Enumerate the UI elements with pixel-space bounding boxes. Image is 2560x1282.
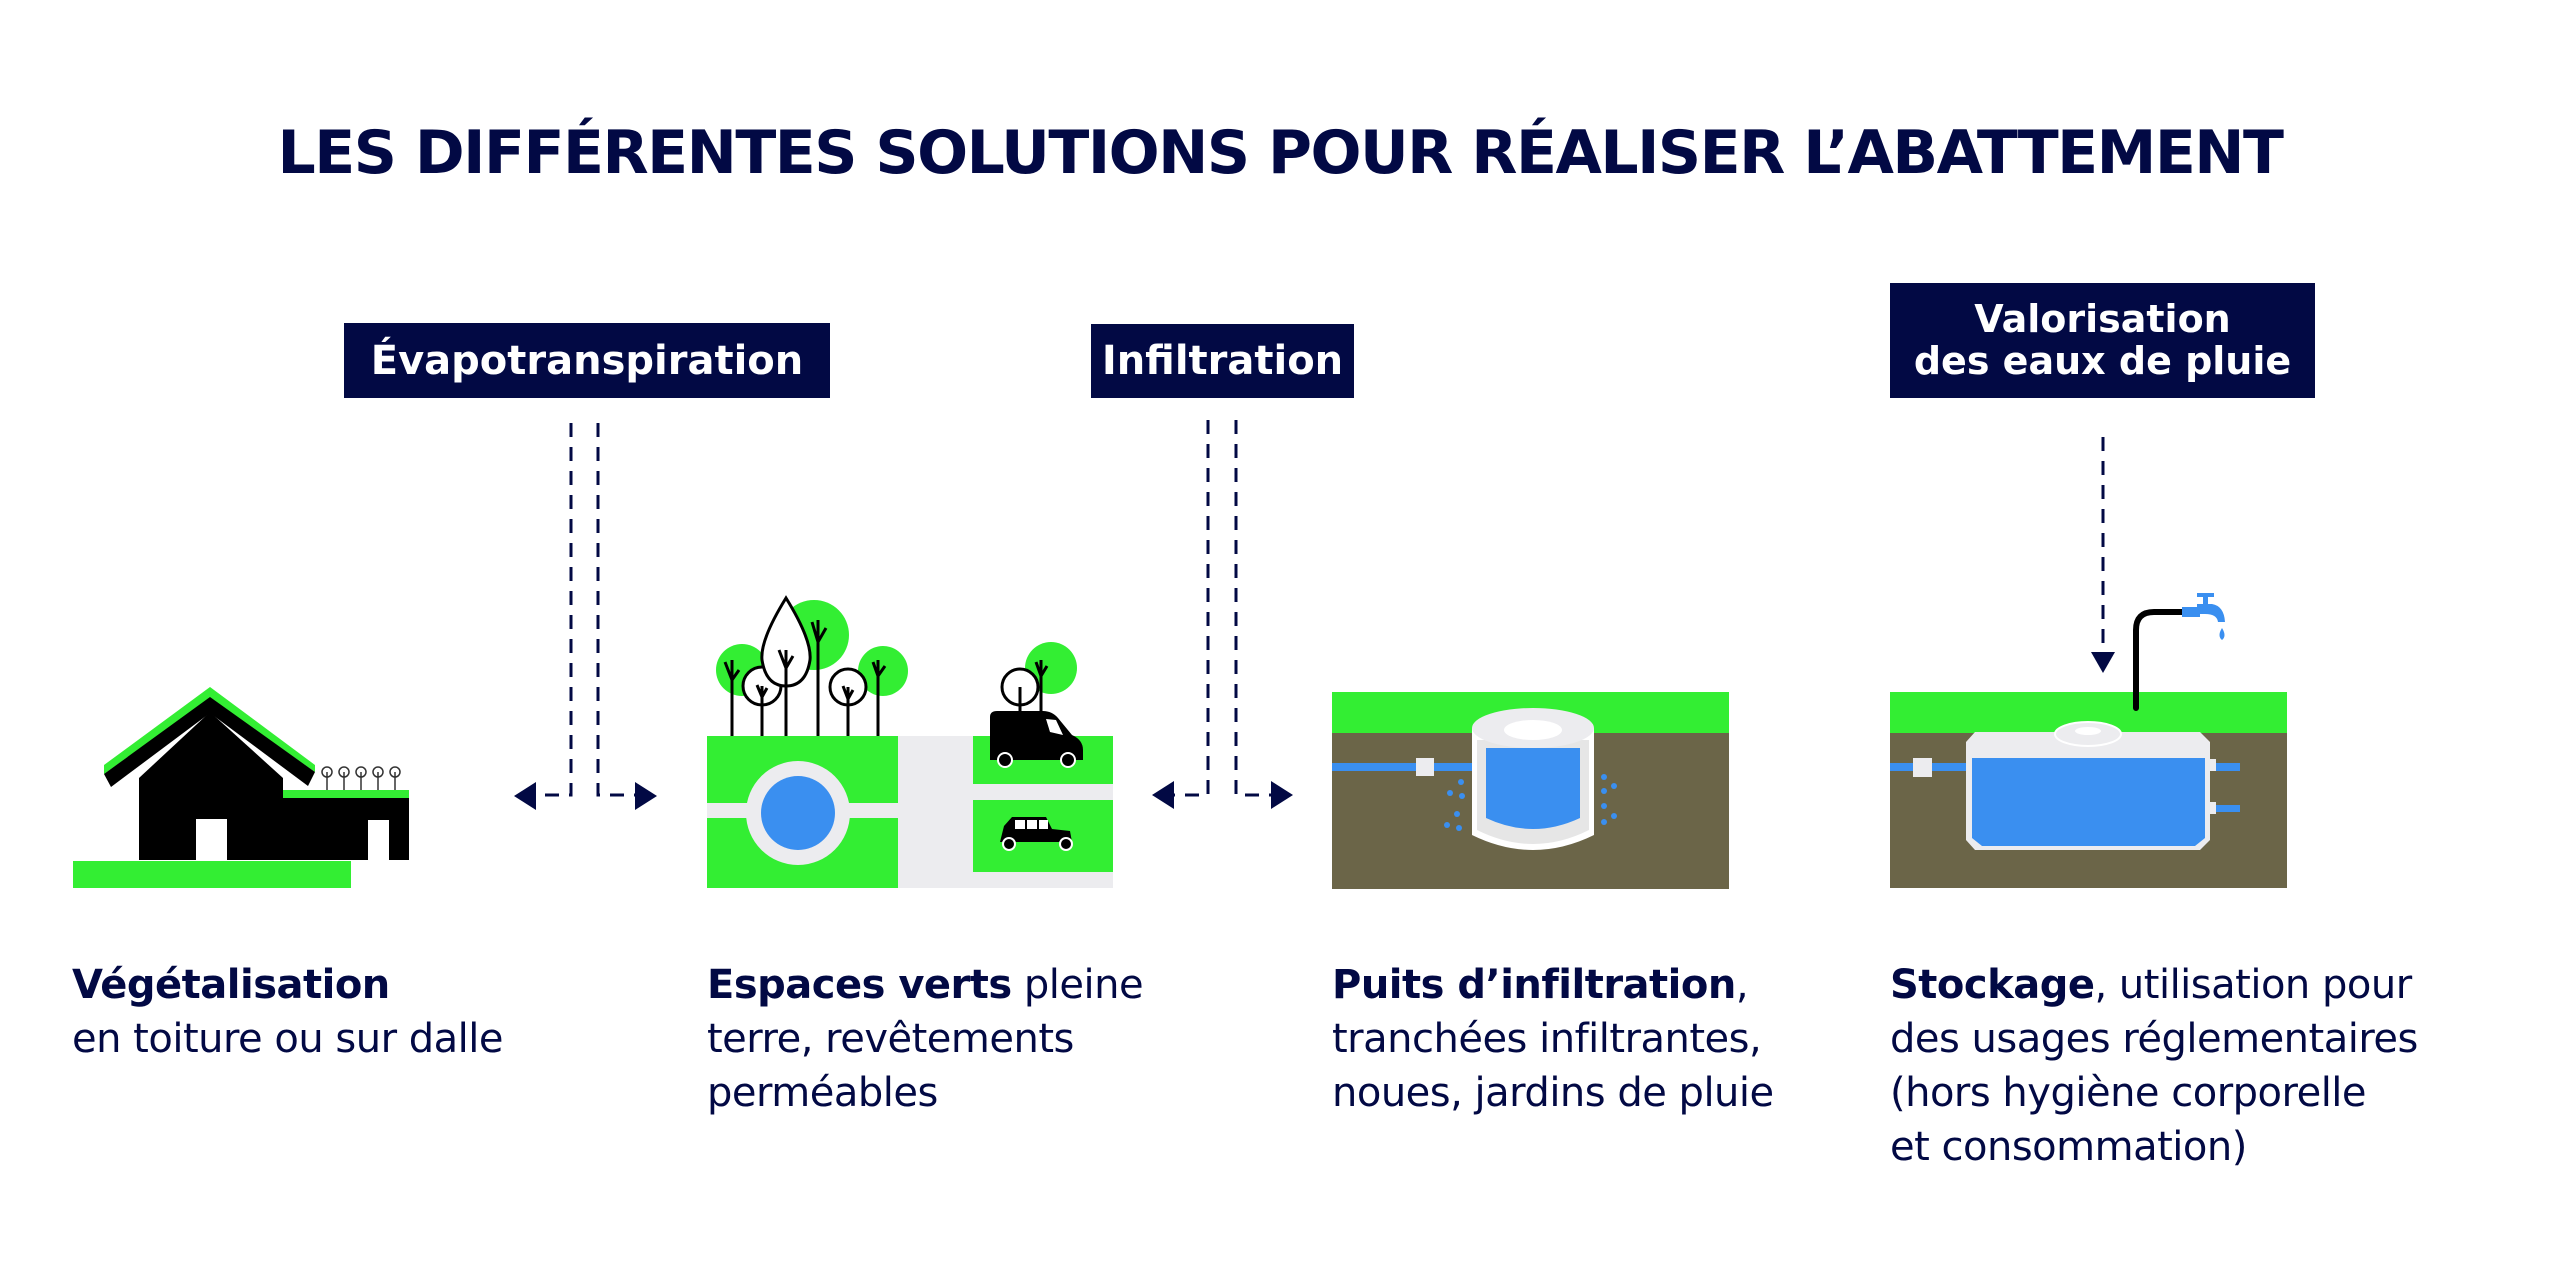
- green-spaces-parking-icon: [707, 595, 1113, 888]
- connector-evapotranspiration: [532, 423, 640, 797]
- solution-description-espaces-verts: Espaces verts pleine terre, revêtements …: [707, 958, 1267, 1120]
- category-label-valorisation: Valorisation des eaux de pluie: [1890, 283, 2315, 398]
- category-label-text: Évapotranspiration: [370, 337, 804, 384]
- category-label-infiltration: Infiltration: [1091, 324, 1354, 398]
- solution-title: Végétalisation: [72, 962, 390, 1008]
- green-roof-house-icon: [73, 687, 409, 888]
- solution-line: tranchées infiltrantes,: [1332, 1016, 1762, 1062]
- dashed-line-left: [1170, 420, 1210, 797]
- arrow-left-icon: [1152, 781, 1174, 809]
- arrow-left-icon: [514, 782, 536, 810]
- connector-infiltration: [1170, 420, 1276, 797]
- solution-line: terre, revêtements: [707, 1016, 1074, 1062]
- solution-title-suffix: pleine: [1011, 962, 1144, 1008]
- water-drops: [1444, 774, 1617, 831]
- arrow-down-icon: [2091, 652, 2115, 673]
- water-tap-icon: [2182, 593, 2225, 640]
- solution-title-suffix: , utilisation pour: [2094, 962, 2412, 1008]
- category-label-text: Infiltration: [1101, 338, 1344, 384]
- rainwater-tank-icon: [1890, 593, 2287, 888]
- van-icon: [990, 711, 1083, 768]
- dashed-line-right: [1234, 420, 1276, 797]
- solution-description-stockage: Stockage, utilisation pour des usages ré…: [1890, 958, 2530, 1174]
- solution-title: Stockage: [1890, 962, 2095, 1008]
- car-icon: [1000, 817, 1073, 851]
- solution-title: Puits d’infiltration: [1332, 962, 1736, 1008]
- solution-line: et consommation): [1890, 1124, 2247, 1170]
- solution-line: des usages réglementaires: [1890, 1016, 2418, 1062]
- dashed-line-right: [596, 423, 640, 797]
- category-label-text-line1: Valorisation: [1974, 296, 2231, 341]
- flower-icons: [321, 766, 401, 790]
- solution-description-vegetalisation: Végétalisation en toiture ou sur dalle: [72, 958, 672, 1066]
- category-label-text-line2: des eaux de pluie: [1913, 338, 2292, 383]
- infiltration-well-icon: [1332, 692, 1729, 889]
- dashed-line-left: [532, 423, 573, 797]
- solution-description-puits-infiltration: Puits d’infiltration, tranchées infiltra…: [1332, 958, 1892, 1120]
- page-title: LES DIFFÉRENTES SOLUTIONS POUR RÉALISER …: [277, 118, 2284, 188]
- solution-line: perméables: [707, 1070, 938, 1116]
- arrow-right-icon: [1271, 781, 1293, 809]
- solution-title-suffix: ,: [1735, 962, 1749, 1008]
- solution-line: noues, jardins de pluie: [1332, 1070, 1774, 1116]
- solution-line: en toiture ou sur dalle: [72, 1016, 504, 1062]
- arrow-right-icon: [635, 782, 657, 810]
- category-label-evapotranspiration: Évapotranspiration: [344, 323, 830, 398]
- solution-line: (hors hygiène corporelle: [1890, 1070, 2367, 1116]
- solution-title: Espaces verts: [707, 962, 1012, 1008]
